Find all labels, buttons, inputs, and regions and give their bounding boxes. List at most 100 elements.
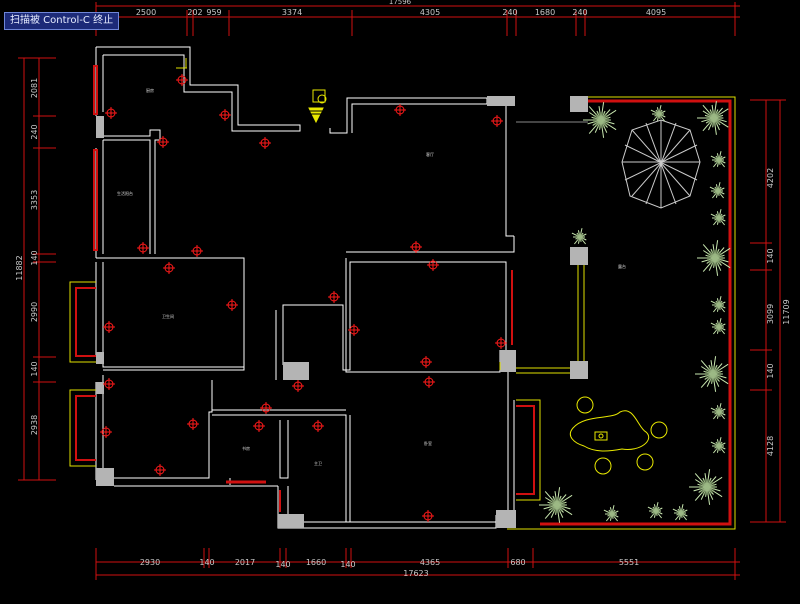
socket-symbol-icon [154,464,166,476]
room-label-utility-balcony: 生活阳台 [117,190,133,196]
plant-icon [647,502,663,519]
outdoor-table-icon [569,396,668,475]
plant-icon [695,356,729,392]
socket-symbol-icon [163,262,175,274]
entry-arrow-icon [308,89,327,124]
dim-left-1: 240 [30,124,39,139]
command-tooltip: 扫描被 Control-C 终止 [4,12,120,30]
dim-right-3: 140 [766,363,775,378]
room-label-living: 客厅 [426,151,434,157]
dim-right-0: 4202 [766,168,775,188]
dim-top-5: 240 [502,8,517,17]
plant-icon [571,228,587,245]
plant-icon [710,151,726,168]
dim-left-total: 11882 [15,255,24,280]
dim-right-2: 3099 [766,304,775,324]
plant-icon [539,487,573,523]
socket-symbol-icon [394,104,406,116]
plant-icon [709,182,725,199]
room-label-bedroom: 卧室 [424,440,432,446]
plant-icon [710,403,726,420]
dim-bottom-8: 5551 [619,558,639,567]
socket-symbol-icon [420,356,432,368]
plant-icon [689,469,723,505]
socket-symbol-icon [103,321,115,333]
socket-symbol-icon [427,259,439,271]
dim-top-8: 4095 [646,8,666,17]
socket-symbol-icon [423,376,435,388]
socket-symbol-icon [157,136,169,148]
plant-icon [710,209,726,226]
dim-bottom-total: 17623 [403,569,428,578]
socket-symbol-icon [219,109,231,121]
socket-symbol-icon [103,378,115,390]
socket-symbol-icon [292,380,304,392]
dim-right-total: 11709 [782,299,791,324]
plant-icon [697,101,729,135]
terrace-boundary [507,96,736,530]
dim-right-1: 140 [766,248,775,263]
plant-icon [650,105,666,122]
socket-symbol-icon [495,337,507,349]
plant-icon [672,504,688,521]
plants [539,101,731,523]
socket-symbol-icon [105,107,117,119]
dimension-lines [18,2,786,580]
columns [96,96,588,528]
socket-symbol-icon [348,324,360,336]
dim-left-6: 2938 [30,415,39,435]
plant-icon [710,296,726,313]
socket-symbol-icon [191,245,203,257]
dim-top-total: 17596 [389,0,412,6]
plant-icon [710,318,726,335]
socket-symbol-icon [259,137,271,149]
dim-left-4: 2990 [30,302,39,322]
socket-symbol-icon [312,420,324,432]
dim-left-3: 140 [30,250,39,265]
dim-bottom-5: 140 [340,560,355,569]
electrical-symbols [100,74,507,522]
room-label-bathroom: 卫生间 [162,313,174,319]
socket-symbol-icon [422,510,434,522]
dim-bottom-0: 2930 [140,558,160,567]
plant-icon [710,437,726,454]
dim-left-2: 3353 [30,190,39,210]
socket-symbol-icon [100,426,112,438]
umbrella-icon [621,119,701,209]
dim-bottom-6: 4365 [420,558,440,567]
dim-top-0: 2500 [136,8,156,17]
socket-symbol-icon [410,241,422,253]
dim-bottom-1: 140 [199,558,214,567]
dim-top-3: 3374 [282,8,302,17]
dimension-texts: 17596 2500 202 959 3374 4305 240 1680 24… [15,0,791,578]
walls [95,46,516,529]
room-label-terrace: 露台 [618,263,626,269]
dim-bottom-7: 680 [510,558,525,567]
socket-symbol-icon [260,402,272,414]
dim-top-1: 202 [187,8,202,17]
dim-top-4: 4305 [420,8,440,17]
dim-right-4: 4128 [766,436,775,456]
socket-symbol-icon [187,418,199,430]
socket-symbol-icon [176,74,188,86]
dim-bottom-3: 140 [275,560,290,569]
plant-icon [603,505,619,522]
socket-symbol-icon [253,420,265,432]
dim-bottom-2: 2017 [235,558,255,567]
socket-symbol-icon [328,291,340,303]
room-label-master-bath: 主卫 [314,460,322,466]
plant-icon [697,240,731,276]
window-frames [69,58,585,512]
socket-symbol-icon [137,242,149,254]
room-label-study: 书房 [242,445,250,451]
dim-top-2: 959 [206,8,221,17]
room-label-kitchen: 厨房 [146,87,154,93]
dim-top-7: 240 [572,8,587,17]
socket-symbol-icon [226,299,238,311]
dim-bottom-4: 1660 [306,558,326,567]
socket-symbol-icon [491,115,503,127]
plant-icon [583,102,617,138]
dim-left-5: 140 [30,361,39,376]
dim-top-6: 1680 [535,8,555,17]
